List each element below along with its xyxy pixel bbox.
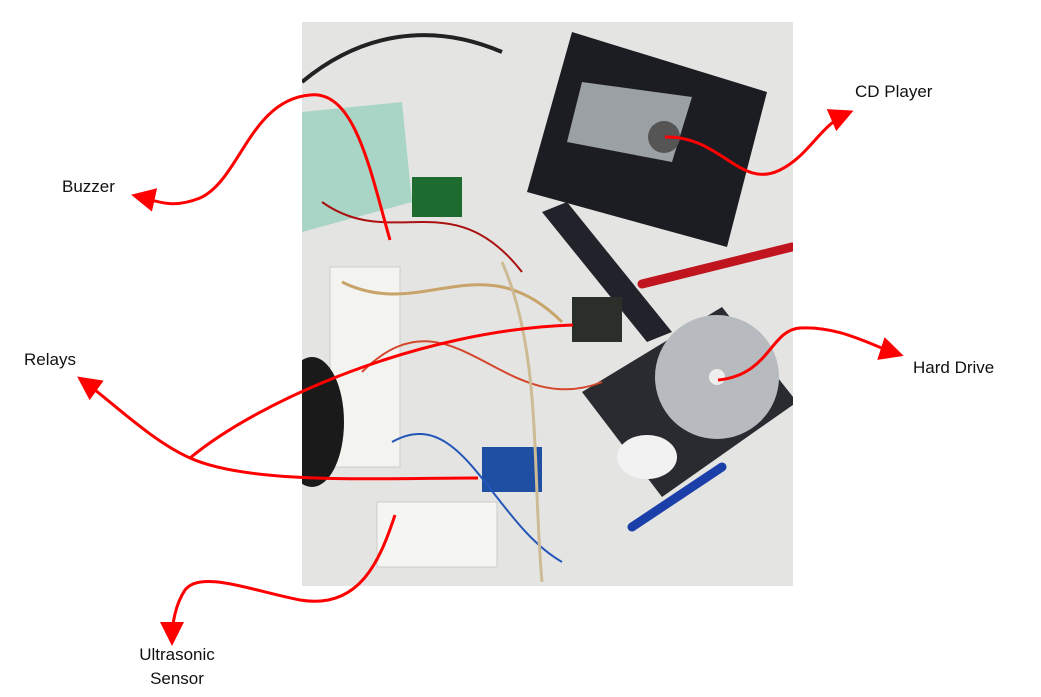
- cd-player-arrow: [664, 109, 854, 176]
- relays-label: Relays: [24, 350, 76, 369]
- hard-drive-device: [582, 307, 793, 497]
- hard-drive-arrow: [717, 326, 904, 382]
- cd-player-device: [527, 32, 767, 342]
- cd-player-label: CD Player: [855, 82, 933, 101]
- relays-arrow-lower: [77, 376, 479, 481]
- ultrasonic-arrow: [160, 514, 397, 646]
- ultrasonic-label-line1: Ultrasonic: [139, 645, 215, 664]
- photo-illustration: [302, 22, 793, 586]
- hard-drive-label: Hard Drive: [913, 358, 995, 377]
- ultrasonic-sensor-label: Ultrasonic Sensor: [130, 643, 224, 691]
- electronics-photo: [302, 22, 793, 586]
- relays-arrow-upper: [189, 323, 574, 460]
- buzzer-arrow: [131, 93, 392, 241]
- buzzer-label: Buzzer: [62, 177, 115, 196]
- ultrasonic-label-line2: Sensor: [150, 669, 204, 688]
